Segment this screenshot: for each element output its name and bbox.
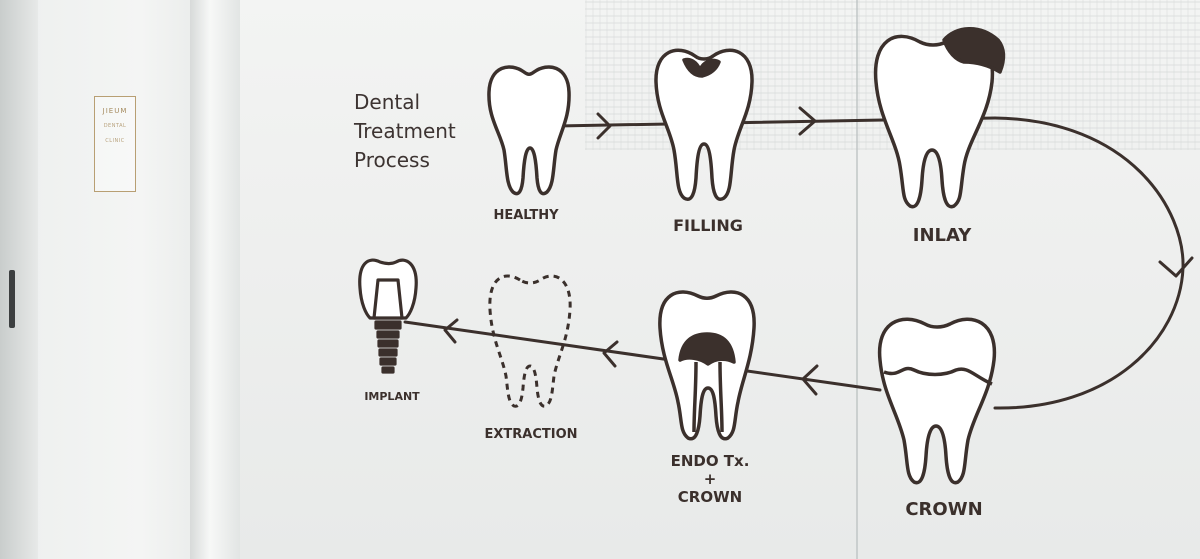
label-inlay: INLAY xyxy=(912,225,972,246)
label-extraction: EXTRACTION xyxy=(484,427,578,442)
endo-tooth-icon xyxy=(658,290,756,441)
filling-tooth-icon xyxy=(654,48,754,201)
door-handle xyxy=(9,270,15,328)
arrow-left-icon xyxy=(443,318,459,344)
arrow-right-icon xyxy=(798,106,817,136)
arrow-down-icon xyxy=(1158,256,1194,278)
glass-seam xyxy=(856,0,858,559)
healthy-tooth-icon xyxy=(487,65,571,196)
heading-line-1: Dental xyxy=(354,90,421,114)
label-implant: IMPLANT xyxy=(364,390,420,403)
arrow-left-icon xyxy=(602,340,619,368)
clinic-sign-line2: DENTAL xyxy=(103,123,127,129)
label-endo-line3: CROWN xyxy=(677,488,743,506)
diagram-heading: Dental Treatment Process xyxy=(354,88,456,175)
clinic-sign-name: JIEUM xyxy=(102,107,128,115)
label-healthy: HEALTHY xyxy=(493,208,559,223)
crown-tooth-icon xyxy=(877,317,997,485)
label-endo-line1: ENDO Tx. xyxy=(670,452,750,470)
glass-frame-pillar xyxy=(190,0,240,559)
inlay-tooth-icon xyxy=(873,27,1006,209)
clinic-sign-line3: CLINIC xyxy=(105,138,125,144)
flow-line-curve xyxy=(993,116,1185,410)
label-crown: CROWN xyxy=(905,499,983,520)
label-filling: FILLING xyxy=(673,216,743,235)
extraction-tooth-icon xyxy=(488,274,572,408)
implant-icon xyxy=(358,258,418,374)
label-endo: ENDO Tx. + CROWN xyxy=(671,452,750,506)
heading-line-2: Treatment xyxy=(354,119,456,143)
arrow-left-icon xyxy=(801,364,819,396)
clinic-sign: JIEUM DENTAL CLINIC xyxy=(94,96,136,192)
heading-line-3: Process xyxy=(354,148,430,172)
label-endo-line2: + xyxy=(703,470,717,488)
flow-line-bottom xyxy=(403,320,882,392)
door-edge xyxy=(0,0,38,559)
arrow-right-icon xyxy=(596,112,612,140)
